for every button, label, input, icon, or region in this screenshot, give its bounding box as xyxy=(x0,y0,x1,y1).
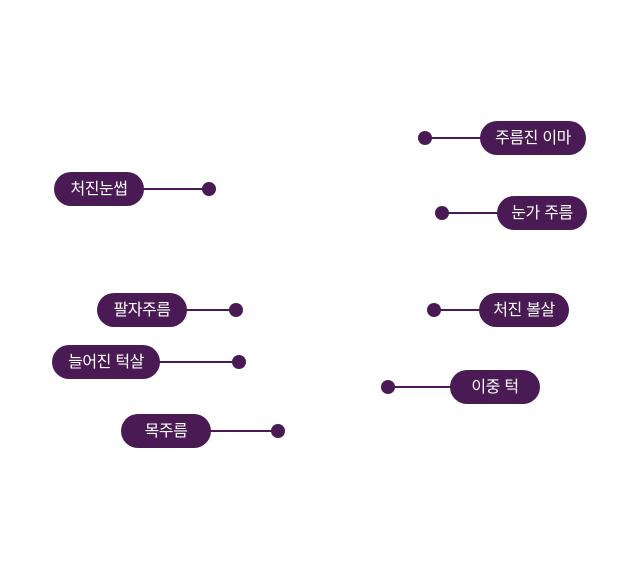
leader-line xyxy=(158,361,238,363)
label-neck-wrinkle: 목주름 xyxy=(121,414,211,448)
callout-nasolabial: 팔자주름 xyxy=(97,293,247,327)
marker-dot xyxy=(435,206,449,220)
leader-line xyxy=(185,309,239,311)
leader-line xyxy=(142,188,204,190)
marker-dot xyxy=(381,380,395,394)
callout-saggy-cheek: 처진 볼살 xyxy=(427,293,571,327)
callout-neck-wrinkle: 목주름 xyxy=(121,414,291,448)
marker-dot xyxy=(232,355,246,369)
leader-line xyxy=(391,386,455,388)
label-droopy-brow: 처진눈썹 xyxy=(54,172,144,206)
label-sagging-jowl: 늘어진 턱살 xyxy=(52,345,160,379)
callout-forehead: 주름진 이마 xyxy=(418,121,588,155)
label-double-chin: 이중 턱 xyxy=(450,370,540,404)
marker-dot xyxy=(202,182,216,196)
marker-dot xyxy=(229,303,243,317)
leader-line xyxy=(209,430,275,432)
callout-eye-wrinkle: 눈가 주름 xyxy=(435,196,589,230)
marker-dot xyxy=(271,424,285,438)
label-saggy-cheek: 처진 볼살 xyxy=(479,293,569,327)
label-eye-wrinkle: 눈가 주름 xyxy=(497,196,587,230)
leader-line xyxy=(437,309,483,311)
callout-droopy-brow: 처진눈썹 xyxy=(54,172,218,206)
marker-dot xyxy=(418,131,432,145)
leader-line xyxy=(445,212,501,214)
callout-double-chin: 이중 턱 xyxy=(381,370,543,404)
leader-line xyxy=(428,137,490,139)
callout-sagging-jowl: 늘어진 턱살 xyxy=(52,345,252,379)
label-forehead: 주름진 이마 xyxy=(480,121,586,155)
marker-dot xyxy=(427,303,441,317)
label-nasolabial: 팔자주름 xyxy=(97,293,187,327)
